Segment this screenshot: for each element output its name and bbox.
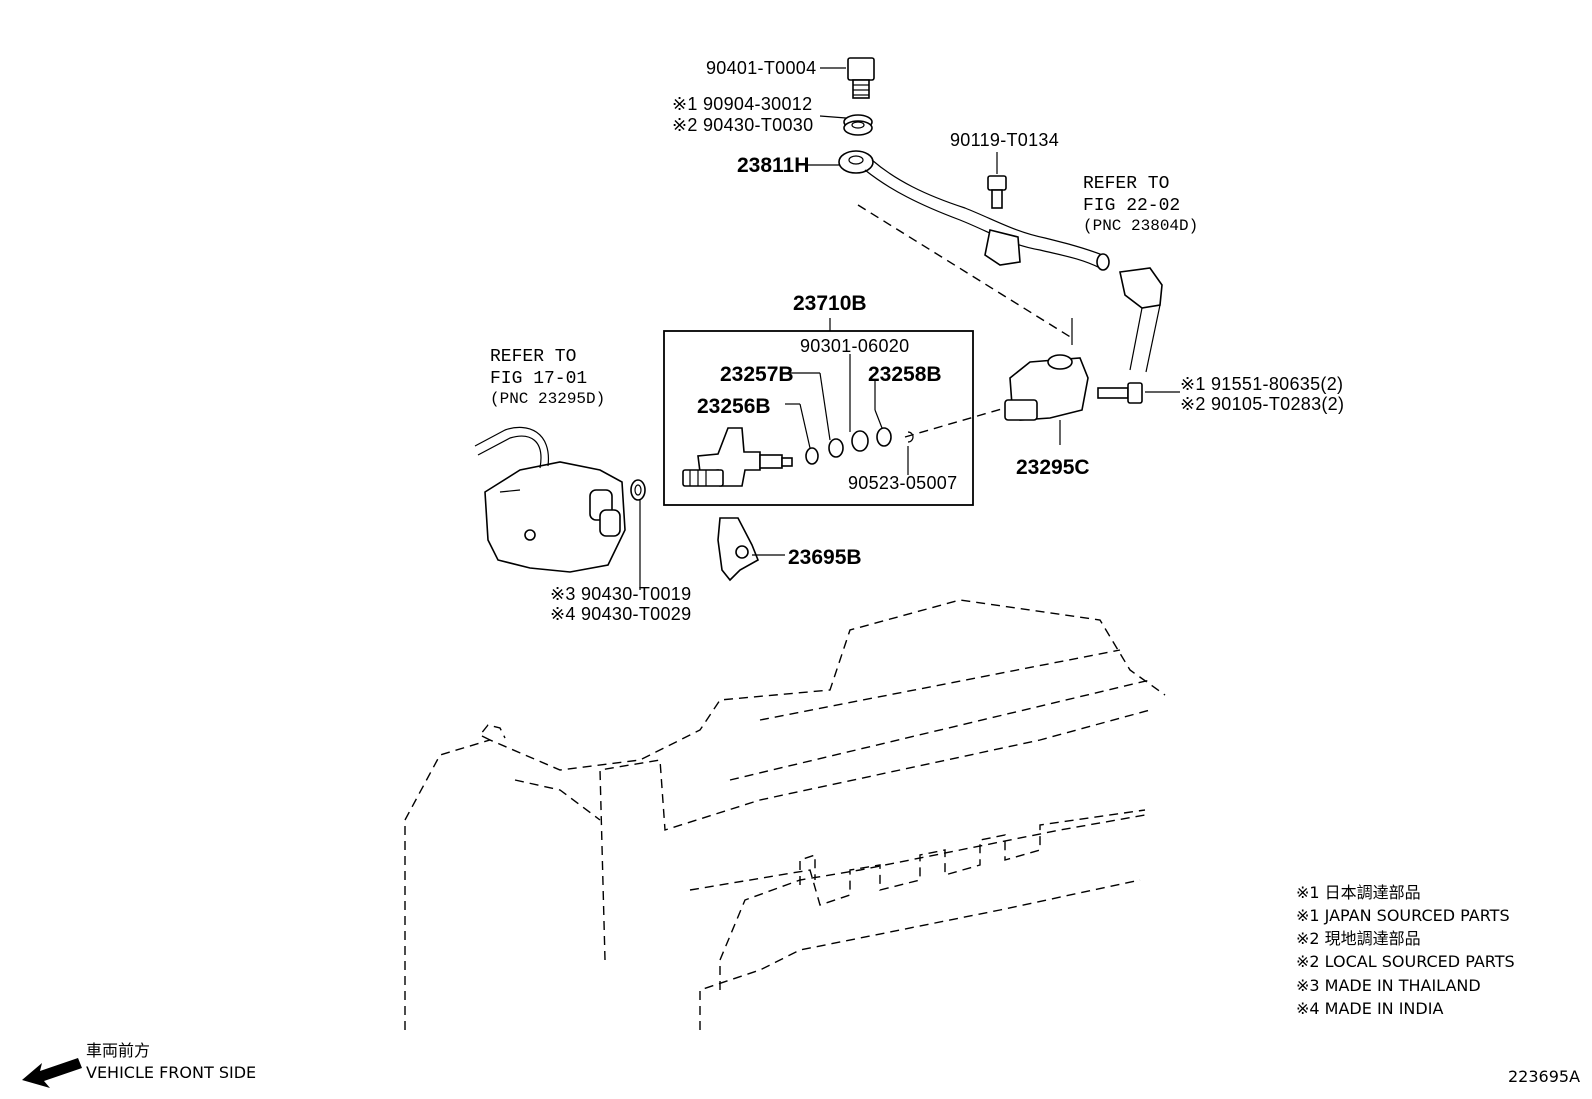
legend-line-1: ※1 日本調達部品 xyxy=(1296,883,1421,902)
gasket-top-icon xyxy=(843,114,873,136)
label-pipe: 23811H xyxy=(737,154,809,177)
ref-left: REFER TO FIG 17-01 (PNC 23295D) xyxy=(490,347,605,408)
part-labels: 90401-T0004 ※1 90904-30012 ※2 90430-T003… xyxy=(550,58,1344,624)
ref-right-line-3: (PNC 23804D) xyxy=(1083,217,1198,235)
label-bolt-right-2: ※2 90105-T0283(2) xyxy=(1180,394,1344,414)
front-arrow-icon xyxy=(22,1058,82,1088)
centerline-inj xyxy=(904,407,1006,438)
label-injector: 23256B xyxy=(697,395,771,418)
ref-left-line-2: FIG 17-01 xyxy=(490,369,587,389)
holder-icon xyxy=(857,204,1089,421)
label-ring-258: 23258B xyxy=(868,363,942,386)
legend-line-6: ※4 MADE IN INDIA xyxy=(1296,999,1443,1018)
label-oring-1: 90301-06020 xyxy=(800,336,909,356)
direction-jp: 車両前方 xyxy=(86,1041,150,1060)
figure-id: 223695A xyxy=(1508,1067,1580,1086)
hose-right-icon xyxy=(1119,267,1163,373)
label-gasket-top-1: ※1 90904-30012 xyxy=(672,94,812,114)
label-clip: 90523-05007 xyxy=(848,473,957,493)
clamp-bolt-icon xyxy=(987,175,1007,209)
label-assy: 23710B xyxy=(793,292,867,315)
label-gasket-left-4: ※4 90430-T0029 xyxy=(550,604,691,624)
legend-line-2: ※1 JAPAN SOURCED PARTS xyxy=(1296,906,1510,925)
legend-line-5: ※3 MADE IN THAILAND xyxy=(1296,976,1481,995)
label-bolt-clamp: 90119-T0134 xyxy=(950,130,1059,150)
ref-left-line-1: REFER TO xyxy=(490,347,576,367)
label-holder: 23295C xyxy=(1016,456,1090,479)
ref-left-line-3: (PNC 23295D) xyxy=(490,390,605,408)
direction-indicator: 車両前方 VEHICLE FRONT SIDE xyxy=(22,1041,256,1088)
fuel-pipe-icon xyxy=(838,150,1110,271)
ref-right-line-2: FIG 22-02 xyxy=(1083,196,1180,216)
label-ring-257: 23257B xyxy=(720,363,794,386)
legend-line-4: ※2 LOCAL SOURCED PARTS xyxy=(1296,952,1515,971)
label-gasket-top-2: ※2 90430-T0030 xyxy=(672,115,813,135)
ref-right: REFER TO FIG 22-02 (PNC 23804D) xyxy=(1083,174,1198,235)
leader-lines xyxy=(752,67,1180,556)
legend: ※1 日本調達部品 ※1 JAPAN SOURCED PARTS ※2 現地調達… xyxy=(1296,883,1515,1018)
pump-left-icon xyxy=(474,426,626,573)
label-insulator: 23695B xyxy=(788,546,862,569)
centerline-pipe xyxy=(857,204,1073,339)
o-ring-icons xyxy=(805,427,914,465)
engine-outline xyxy=(404,599,1166,1030)
legend-line-3: ※2 現地調達部品 xyxy=(1296,929,1421,948)
assy-box xyxy=(663,330,974,506)
gasket-left-icon xyxy=(630,479,646,590)
label-gasket-left-3: ※3 90430-T0019 xyxy=(550,584,691,604)
ref-right-line-1: REFER TO xyxy=(1083,174,1169,194)
label-bolt-right-1: ※1 91551-80635(2) xyxy=(1180,374,1343,394)
insulator-icon xyxy=(717,517,760,582)
bolt-top-icon xyxy=(847,57,875,99)
label-bolt-top: 90401-T0004 xyxy=(706,58,816,78)
bolt-right-icon xyxy=(1097,382,1143,404)
direction-en: VEHICLE FRONT SIDE xyxy=(86,1063,256,1082)
injector-icon xyxy=(682,427,793,487)
